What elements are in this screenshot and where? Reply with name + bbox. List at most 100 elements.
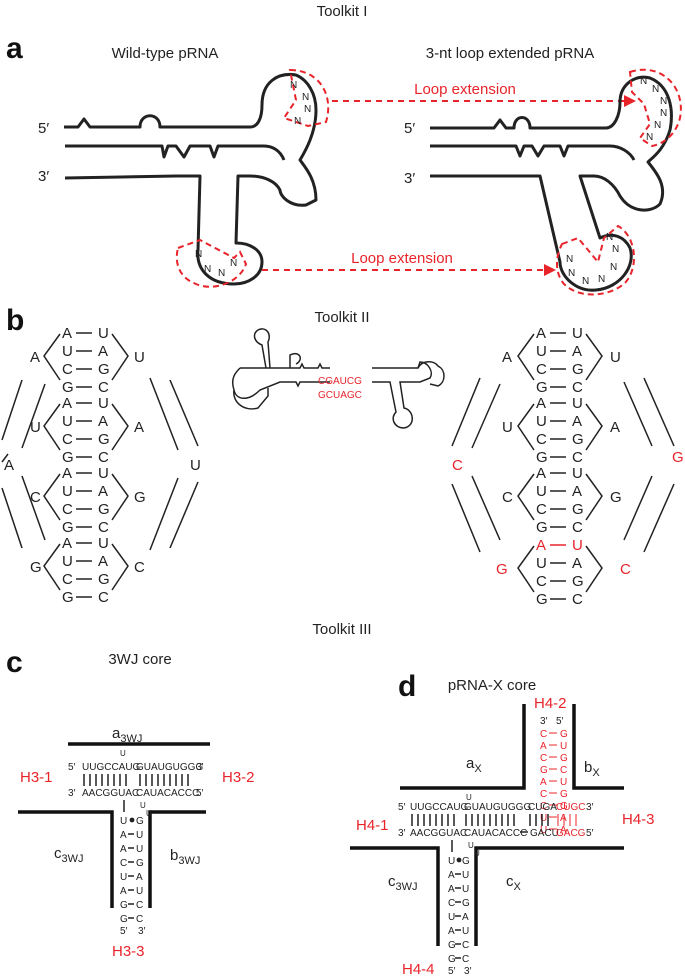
svg-text:A: A (98, 483, 108, 500)
panel-d-h42: H4-2 (534, 695, 567, 712)
svg-text:N: N (612, 244, 619, 255)
svg-text:U: U (448, 856, 455, 867)
svg-text:U: U (536, 483, 547, 500)
svg-text:A: A (448, 884, 455, 895)
svg-text:G: G (572, 501, 584, 518)
svg-text:U: U (120, 749, 126, 758)
svg-text:5′: 5′ (586, 828, 594, 839)
svg-text:U: U (536, 413, 547, 430)
toolkit-2-title: Toolkit II (314, 309, 369, 326)
panel-d-h43: H4-3 (622, 811, 655, 828)
svg-text:G: G (98, 571, 110, 588)
svg-text:G: G (536, 379, 548, 396)
svg-text:G: G (62, 589, 74, 606)
svg-text:A: A (62, 395, 72, 412)
center-prna-shape (231, 328, 445, 429)
svg-text:G: G (610, 489, 622, 506)
svg-text:A: A (540, 777, 547, 788)
svg-text:U: U (136, 830, 143, 841)
svg-text:GACU: GACU (530, 828, 559, 839)
svg-text:G: G (560, 801, 568, 812)
panel-d-title: pRNA-X core (448, 677, 536, 694)
svg-text:C: C (98, 589, 109, 606)
svg-text:A: A (610, 419, 620, 436)
svg-text:A: A (136, 872, 143, 883)
svg-text:C: C (572, 449, 583, 466)
toolkit-1-title: Toolkit I (317, 3, 368, 20)
left-top-loop-highlight (282, 68, 330, 128)
svg-text:A: A (4, 457, 14, 474)
svg-text:N: N (195, 249, 202, 260)
svg-text:U: U (462, 926, 469, 937)
svg-text:A: A (448, 870, 455, 881)
svg-text:G: G (30, 559, 42, 576)
svg-text:U: U (466, 793, 472, 802)
svg-text:G: G (448, 954, 456, 965)
svg-text:A: A (540, 741, 547, 752)
svg-text:N: N (204, 264, 211, 275)
svg-text:G: G (672, 449, 684, 466)
svg-text:U: U (190, 457, 201, 474)
panel-letter-b: b (6, 304, 24, 337)
svg-text:U: U (572, 537, 583, 554)
svg-text:U: U (560, 741, 567, 752)
svg-text:N: N (218, 268, 225, 279)
svg-text:A: A (572, 555, 582, 572)
svg-text:C: C (620, 561, 631, 578)
svg-text:5′: 5′ (398, 802, 406, 813)
svg-text:G: G (120, 900, 128, 911)
svg-text:C: C (134, 559, 145, 576)
svg-text:U: U (540, 813, 547, 824)
svg-text:5′: 5′ (68, 762, 76, 773)
svg-text:N: N (230, 258, 237, 269)
panel-c-b3wj: b3WJ (170, 847, 200, 867)
svg-text:U: U (120, 816, 127, 827)
center-seq-bottom: GCUAGC (318, 390, 362, 401)
svg-text:3′: 3′ (540, 716, 548, 727)
svg-text:3′: 3′ (464, 966, 472, 977)
svg-text:A: A (572, 413, 582, 430)
right-five-prime: 5′ (404, 120, 415, 137)
svg-text:A: A (120, 886, 127, 897)
svg-text:G: G (560, 789, 568, 800)
panel-d-h44: H4-4 (402, 961, 435, 977)
svg-text:A: A (98, 413, 108, 430)
svg-text:N: N (598, 274, 605, 285)
right-bottom-loop-nucleotides: N N N N N N N (566, 232, 619, 287)
svg-text:U: U (140, 801, 146, 810)
svg-text:A: A (448, 926, 455, 937)
svg-text:C: C (62, 431, 73, 448)
svg-text:N: N (654, 120, 661, 131)
panel-letter-c: c (6, 646, 23, 679)
svg-text:C: C (120, 858, 127, 869)
svg-text:C: C (502, 489, 513, 506)
svg-text:UUGCCAUG: UUGCCAUG (410, 802, 469, 813)
wildtype-prna-shape (64, 72, 318, 286)
loop-extension-top-arrow (332, 95, 636, 107)
panel-c-h31: H3-1 (20, 769, 53, 786)
svg-text:U: U (98, 535, 109, 552)
svg-text:A: A (536, 465, 546, 482)
svg-text:G: G (462, 898, 470, 909)
svg-text:A: A (62, 465, 72, 482)
svg-text:G: G (536, 591, 548, 608)
panel-c-title: 3WJ core (108, 651, 171, 668)
svg-text:C: C (62, 361, 73, 378)
svg-text:C: C (572, 379, 583, 396)
svg-text:C: C (98, 519, 109, 536)
left-bottom-loop-nucleotides: N N N N (195, 249, 237, 279)
svg-text:C: C (98, 379, 109, 396)
svg-text:A: A (560, 825, 567, 836)
svg-text:A: A (502, 349, 512, 366)
loop-extension-top-label: Loop extension (414, 81, 516, 98)
left-five-prime: 5′ (38, 120, 49, 137)
svg-text:A: A (98, 343, 108, 360)
svg-text:A: A (462, 912, 469, 923)
svg-text:GUAUGUGGG: GUAUGUGGG (464, 802, 531, 813)
center-seq-top: CGAUCG (318, 376, 362, 387)
svg-text:U: U (62, 343, 73, 360)
svg-text:A: A (120, 830, 127, 841)
svg-text:3′: 3′ (398, 828, 406, 839)
svg-text:G: G (136, 858, 144, 869)
